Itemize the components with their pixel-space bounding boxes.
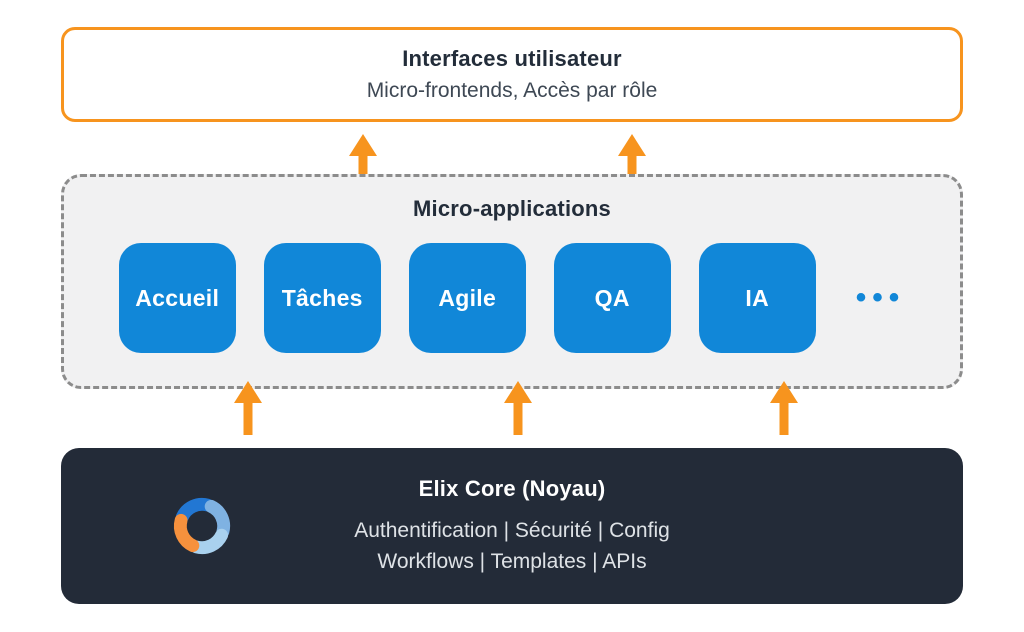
app-tiles-row: Accueil Tâches Agile QA IA ••• <box>118 243 906 353</box>
app-tile-taches: Tâches <box>263 243 381 353</box>
app-tile-ia: IA <box>698 243 816 353</box>
app-tile-accueil: Accueil <box>118 243 236 353</box>
more-apps-ellipsis-icon: ••• <box>855 281 906 314</box>
elix-swirl-logo-icon <box>173 497 231 555</box>
up-arrow-icon <box>503 381 533 435</box>
up-arrow-icon <box>617 134 647 188</box>
elix-core-box: Elix Core (Noyau) Authentification | Séc… <box>61 448 963 604</box>
micro-applications-box: Micro-applications Accueil Tâches Agile … <box>61 174 963 389</box>
micro-applications-title: Micro-applications <box>413 196 611 221</box>
ui-layer-subtitle: Micro-frontends, Accès par rôle <box>366 79 658 102</box>
elix-core-features-line1: Authentification | Sécurité | Config <box>354 518 670 542</box>
ui-layer-title: Interfaces utilisateur <box>402 46 622 71</box>
up-arrow-icon <box>233 381 263 435</box>
up-arrow-icon <box>769 381 799 435</box>
app-tile-agile: Agile <box>408 243 526 353</box>
elix-core-features-line2: Workflows | Templates | APIs <box>377 549 647 573</box>
app-tile-qa: QA <box>553 243 671 353</box>
ui-layer-box: Interfaces utilisateur Micro-frontends, … <box>61 27 963 122</box>
up-arrow-icon <box>348 134 378 188</box>
elix-core-title: Elix Core (Noyau) <box>418 475 606 501</box>
